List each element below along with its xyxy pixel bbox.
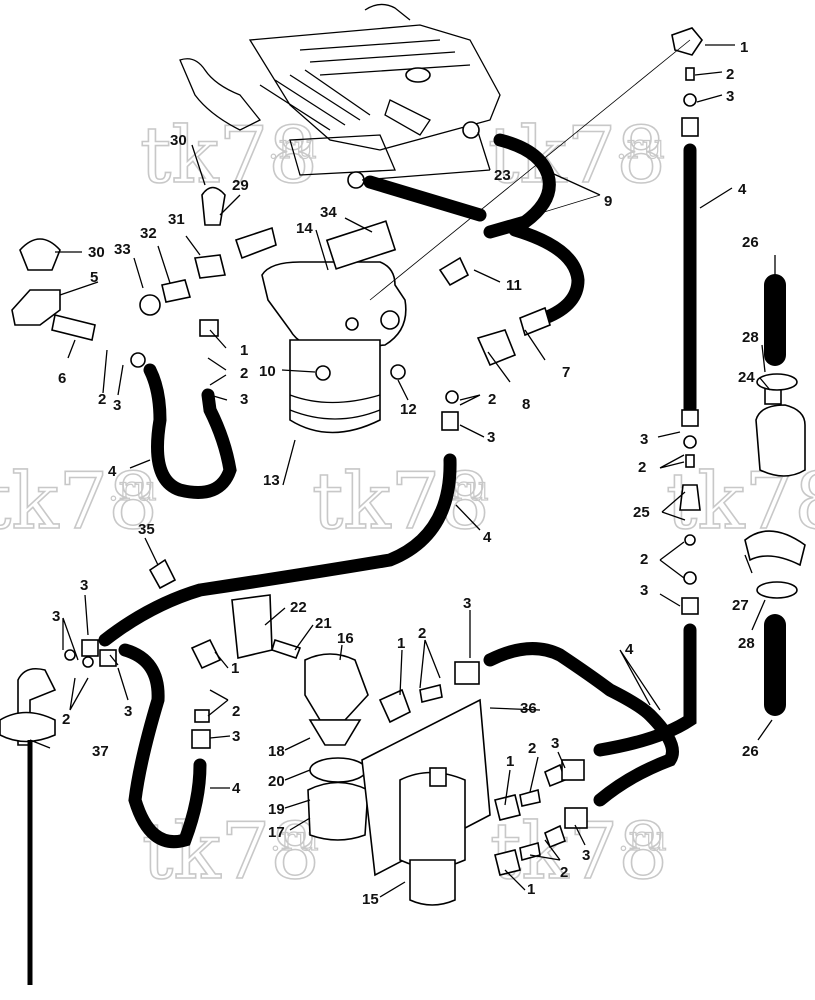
- callout-2: 2: [98, 391, 106, 408]
- callout-2: 2: [62, 711, 70, 728]
- callout-11: 11: [506, 277, 522, 294]
- callout-31: 31: [168, 211, 185, 228]
- callout-4: 4: [483, 529, 492, 546]
- callout-3: 3: [232, 728, 240, 745]
- callout-2: 2: [240, 365, 248, 382]
- callout-2: 2: [528, 740, 536, 757]
- fuel-hoses: [98, 133, 786, 848]
- callout-3: 3: [726, 88, 734, 105]
- callout-29: 29: [232, 177, 249, 194]
- callout-23: 23: [494, 167, 511, 184]
- callout-3: 3: [240, 391, 248, 408]
- callout-30: 30: [88, 244, 105, 261]
- callout-3: 3: [52, 608, 60, 625]
- callout-14: 14: [296, 220, 313, 237]
- callout-36: 36: [520, 700, 537, 717]
- callout-34: 34: [320, 204, 337, 221]
- callout-3: 3: [463, 595, 471, 612]
- callout-12: 12: [400, 401, 417, 418]
- callout-3: 3: [113, 397, 121, 414]
- engine-block: [179, 3, 501, 189]
- callout-3: 3: [487, 429, 495, 446]
- callout-4: 4: [738, 181, 747, 198]
- watermark-suffix: .ru: [618, 819, 667, 859]
- callout-10: 10: [259, 363, 276, 380]
- watermark: tk78: [140, 111, 318, 201]
- callout-27: 27: [732, 597, 749, 614]
- callout-4: 4: [232, 780, 241, 797]
- callout-4: 4: [625, 641, 634, 658]
- callout-1: 1: [231, 660, 239, 677]
- callout-4: 4: [108, 463, 117, 480]
- callout-1: 1: [240, 342, 248, 359]
- callout-20: 20: [268, 773, 285, 790]
- callout-24: 24: [738, 369, 755, 386]
- callout-21: 21: [315, 615, 332, 632]
- callout-1: 1: [506, 753, 514, 770]
- callout-33: 33: [114, 241, 131, 258]
- callout-3: 3: [551, 735, 559, 752]
- callout-28: 28: [738, 635, 755, 652]
- callout-26: 26: [742, 743, 759, 760]
- watermark: tk78: [0, 457, 158, 547]
- callout-28: 28: [742, 329, 759, 346]
- watermark-suffix: .ru: [108, 469, 157, 509]
- callout-5: 5: [90, 269, 98, 286]
- callout-3: 3: [640, 431, 648, 448]
- callout-15: 15: [362, 891, 379, 908]
- callout-2: 2: [418, 625, 426, 642]
- leader-lines: [29, 39, 776, 898]
- callout-30: 30: [170, 132, 187, 149]
- callout-2: 2: [640, 551, 648, 568]
- callout-16: 16: [337, 630, 354, 647]
- callout-8: 8: [522, 396, 530, 413]
- callout-35: 35: [138, 521, 155, 538]
- callout-9: 9: [604, 193, 612, 210]
- callout-13: 13: [263, 472, 280, 489]
- callout-1: 1: [397, 635, 405, 652]
- fittings: [0, 27, 806, 985]
- callout-2: 2: [560, 864, 568, 881]
- callout-1: 1: [527, 881, 535, 898]
- callout-3: 3: [80, 577, 88, 594]
- callout-1: 1: [740, 39, 748, 56]
- callout-7: 7: [562, 364, 570, 381]
- callout-6: 6: [58, 370, 66, 387]
- callout-3: 3: [582, 847, 590, 864]
- watermark: tk78: [142, 807, 320, 897]
- callout-2: 2: [638, 459, 646, 476]
- callout-2: 2: [232, 703, 240, 720]
- callout-2: 2: [488, 391, 496, 408]
- callout-17: 17: [268, 824, 285, 841]
- watermark: tk78: [312, 457, 490, 547]
- callout-2: 2: [726, 66, 734, 83]
- fuel-filter-assembly: [261, 261, 407, 434]
- callout-32: 32: [140, 225, 157, 242]
- callout-26: 26: [742, 234, 759, 251]
- callout-37: 37: [92, 743, 109, 760]
- watermark-suffix: .ru: [616, 127, 665, 167]
- callout-22: 22: [290, 599, 307, 616]
- callout-25: 25: [633, 504, 650, 521]
- callout-3: 3: [124, 703, 132, 720]
- callout-3: 3: [640, 582, 648, 599]
- callout-labels: 1 2 3 4 9 23 30 29 34 14 31 32 33 30 5 1…: [52, 39, 759, 908]
- callout-18: 18: [268, 743, 285, 760]
- callout-19: 19: [268, 801, 285, 818]
- watermark: tk78: [488, 111, 666, 201]
